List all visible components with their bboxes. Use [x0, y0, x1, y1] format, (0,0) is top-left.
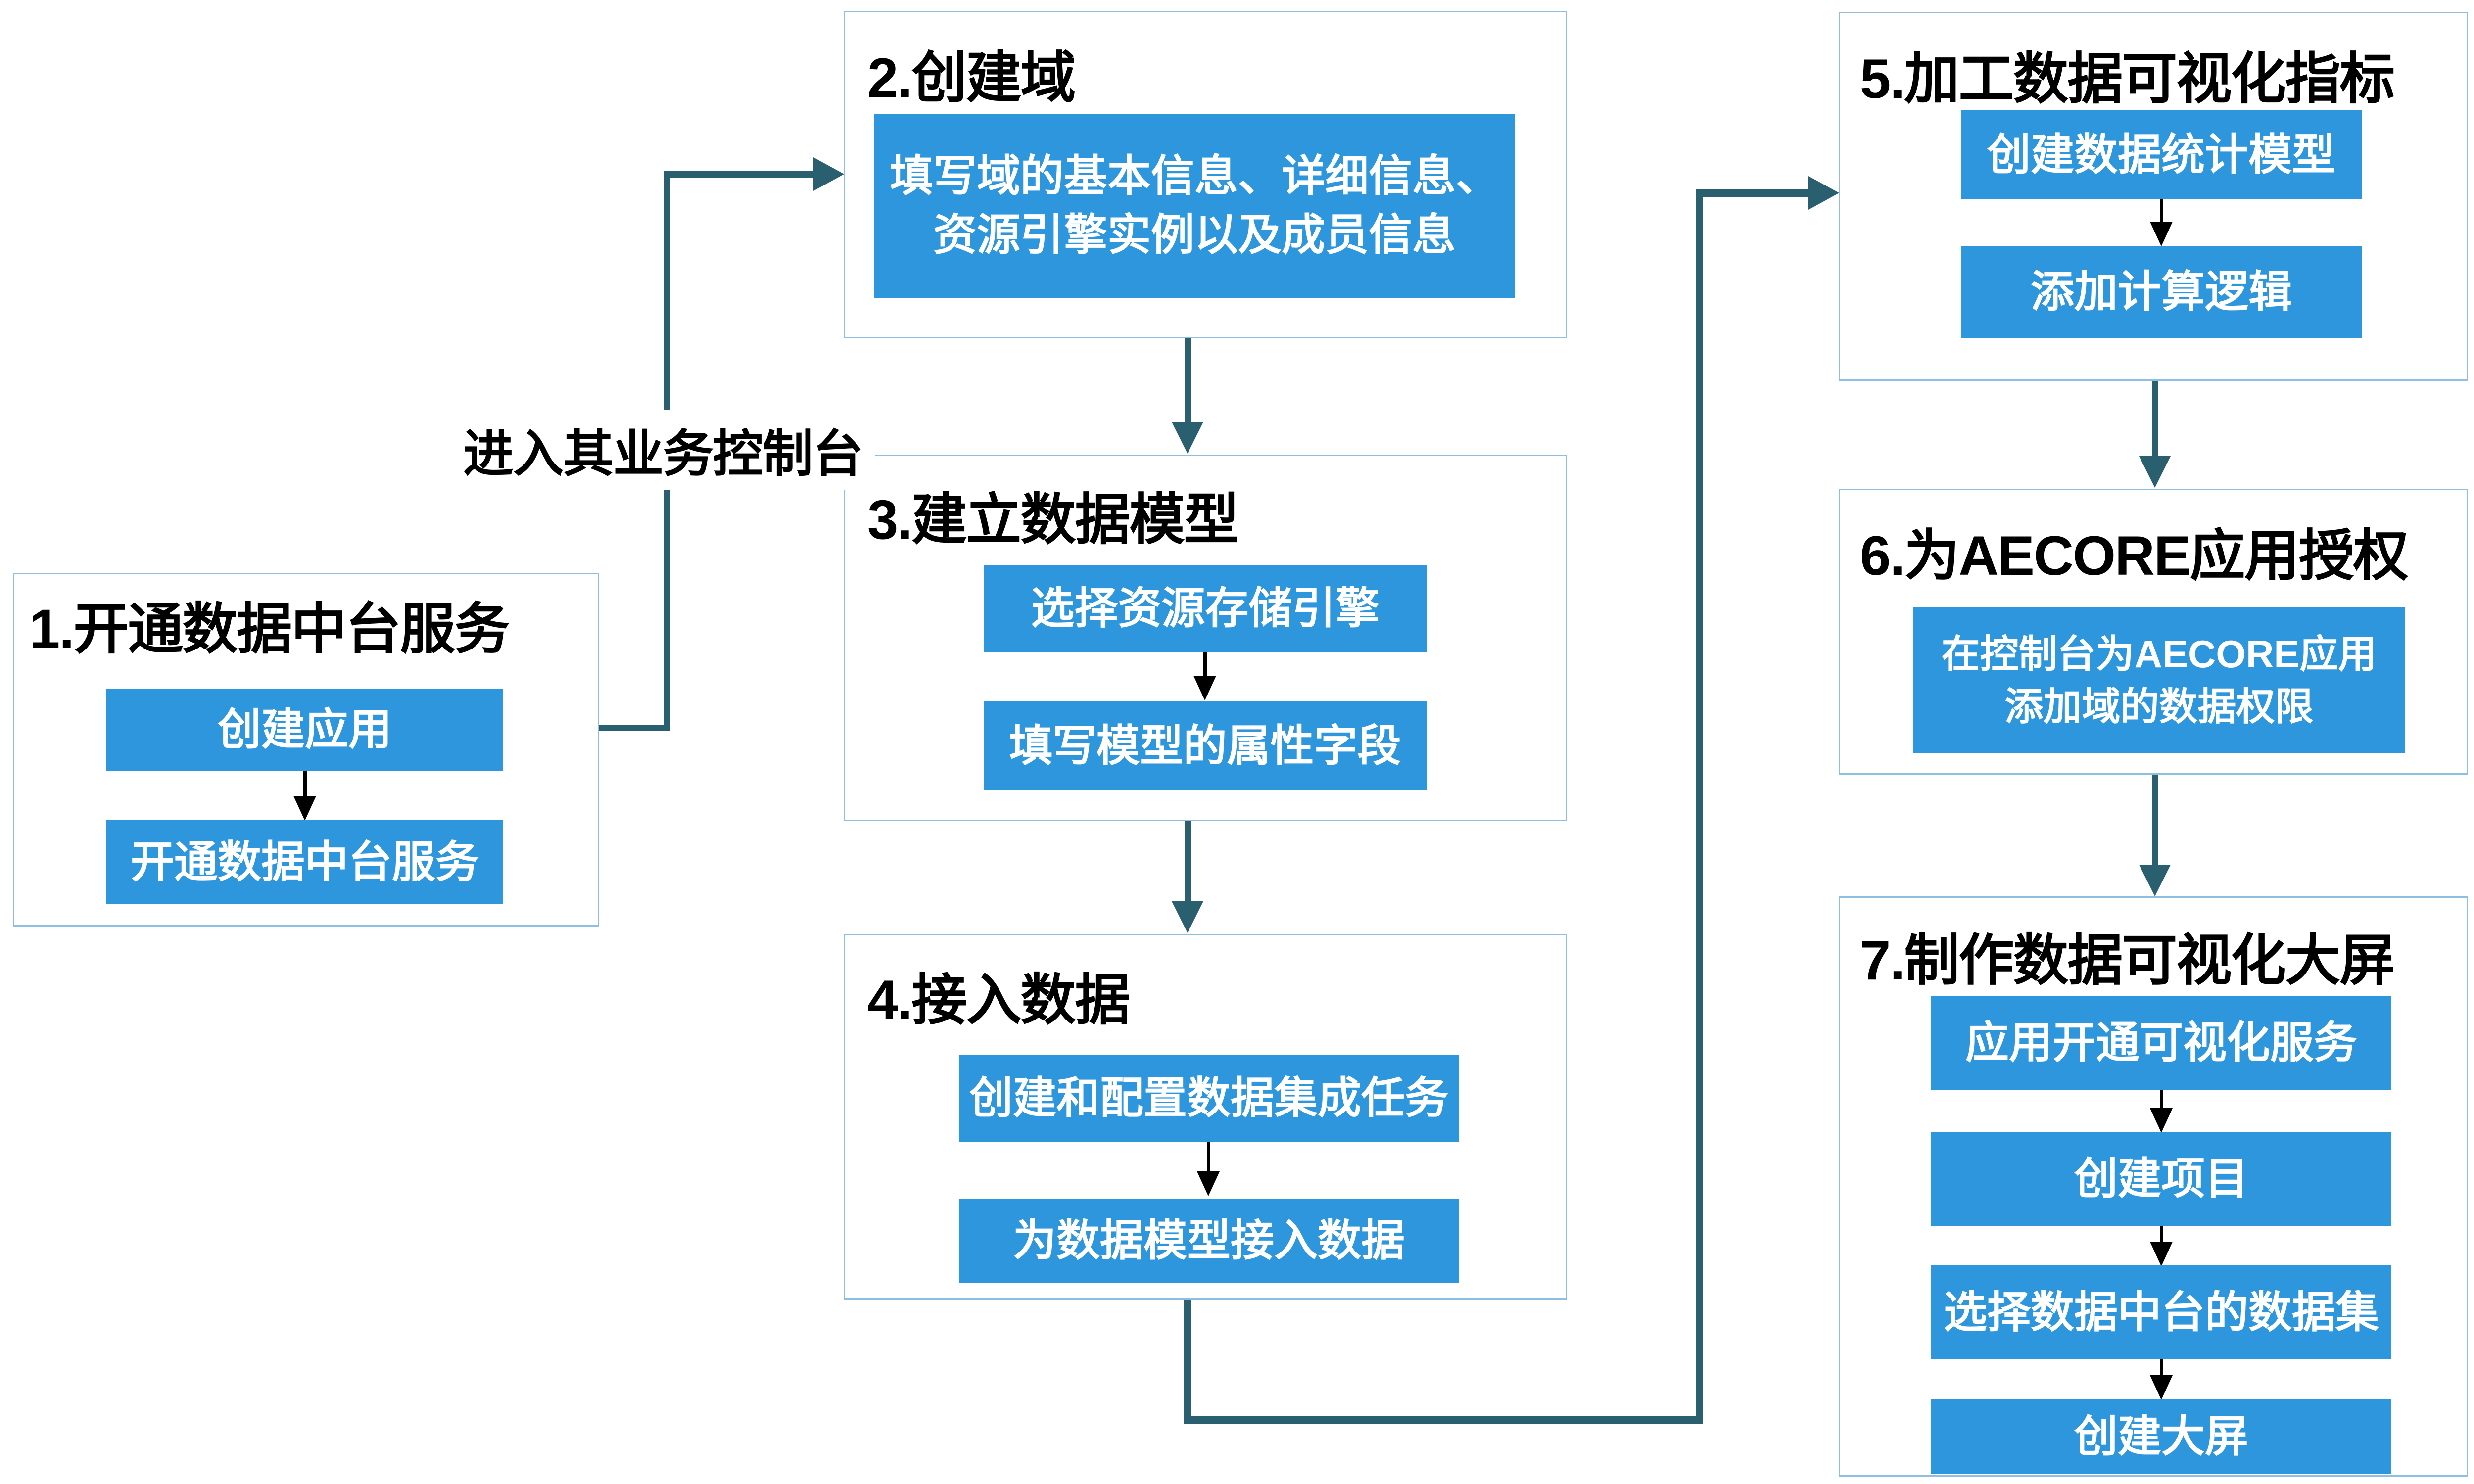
- section-7-container: 7.制作数据可视化大屏 应用开通可视化服务 创建项目 选择数据中台的数据集 创建…: [1839, 896, 2468, 1477]
- step-create-integration-task: 创建和配置数据集成任务: [959, 1055, 1459, 1142]
- step-arrow-shaft: [2160, 1226, 2163, 1243]
- section-4-container: 4.接入数据 创建和配置数据集成任务 为数据模型接入数据: [844, 934, 1567, 1300]
- arrow-down-icon: [1193, 676, 1216, 700]
- connector-4-5-segment-v2: [1696, 189, 1703, 1424]
- section-6-title: 6.为AECORE应用授权: [1860, 525, 2409, 587]
- step-create-app: 创建应用: [106, 689, 503, 771]
- arrow-down-icon: [2139, 865, 2171, 896]
- section-6-container: 6.为AECORE应用授权 在控制台为AECORE应用 添加域的数据权限: [1839, 489, 2468, 775]
- step-grant-domain-permission: 在控制台为AECORE应用 添加域的数据权限: [1913, 607, 2405, 753]
- step-create-stat-model: 创建数据统计模型: [1961, 110, 2362, 199]
- arrow-down-icon: [2150, 1242, 2173, 1266]
- step-fill-domain-info: 填写域的基本信息、详细信息、 资源引擎实例以及成员信息: [874, 114, 1515, 298]
- arrow-down-icon: [2150, 222, 2173, 246]
- step-arrow-shaft: [2160, 1090, 2163, 1109]
- section-5-container: 5.加工数据可视化指标 创建数据统计模型 添加计算逻辑: [1839, 12, 2468, 381]
- arrow-down-icon: [1172, 901, 1203, 933]
- connector-1-2-segment-h1: [599, 725, 670, 731]
- step-add-calc-logic: 添加计算逻辑: [1961, 246, 2362, 338]
- arrow-2-3-shaft: [1185, 338, 1191, 424]
- arrow-right-icon: [813, 157, 844, 191]
- section-2-container: 2.创建域 填写域的基本信息、详细信息、 资源引擎实例以及成员信息: [844, 11, 1567, 338]
- arrow-down-icon: [2150, 1375, 2173, 1400]
- section-4-title: 4.接入数据: [867, 969, 1130, 1031]
- arrow-down-icon: [293, 796, 316, 821]
- step-open-visualization-service: 应用开通可视化服务: [1931, 996, 2391, 1090]
- step-arrow-shaft: [303, 771, 307, 797]
- section-3-container: 3.建立数据模型 选择资源存储引擎 填写模型的属性字段: [844, 455, 1567, 821]
- step-create-dashboard: 创建大屏: [1931, 1399, 2391, 1474]
- connector-4-5-segment-v1: [1184, 1297, 1191, 1424]
- step-fill-model-fields: 填写模型的属性字段: [984, 701, 1427, 790]
- connector-label: 进入其业务控制台: [451, 410, 875, 490]
- step-select-dataset: 选择数据中台的数据集: [1931, 1265, 2391, 1359]
- step-arrow-shaft: [2160, 199, 2163, 223]
- step-select-storage-engine: 选择资源存储引擎: [984, 565, 1427, 652]
- step-open-data-mid-service: 开通数据中台服务: [106, 820, 503, 904]
- step-create-project: 创建项目: [1931, 1132, 2391, 1226]
- section-1-title: 1.开通数据中台服务: [29, 598, 510, 660]
- arrow-6-7-shaft: [2152, 775, 2158, 866]
- connector-1-2-segment-h2: [664, 171, 815, 178]
- section-5-title: 5.加工数据可视化指标: [1860, 48, 2395, 110]
- section-3-title: 3.建立数据模型: [867, 489, 1239, 551]
- arrow-down-icon: [1172, 422, 1203, 454]
- step-arrow-shaft: [2160, 1359, 2163, 1376]
- arrow-right-icon: [1808, 176, 1839, 210]
- step-arrow-shaft: [1203, 652, 1207, 677]
- connector-4-5-segment-h2: [1696, 189, 1809, 197]
- arrow-down-icon: [2139, 456, 2171, 488]
- connector-4-5-segment-h1: [1184, 1416, 1703, 1424]
- section-2-title: 2.创建域: [867, 47, 1076, 109]
- arrow-down-icon: [2150, 1108, 2173, 1133]
- section-7-title: 7.制作数据可视化大屏: [1860, 929, 2395, 991]
- section-1-container: 1.开通数据中台服务 创建应用 开通数据中台服务: [13, 573, 599, 927]
- step-arrow-shaft: [1207, 1142, 1210, 1172]
- arrow-3-4-shaft: [1185, 821, 1191, 903]
- arrow-down-icon: [1197, 1171, 1220, 1196]
- arrow-5-6-shaft: [2152, 381, 2158, 458]
- step-connect-data-to-model: 为数据模型接入数据: [959, 1199, 1459, 1283]
